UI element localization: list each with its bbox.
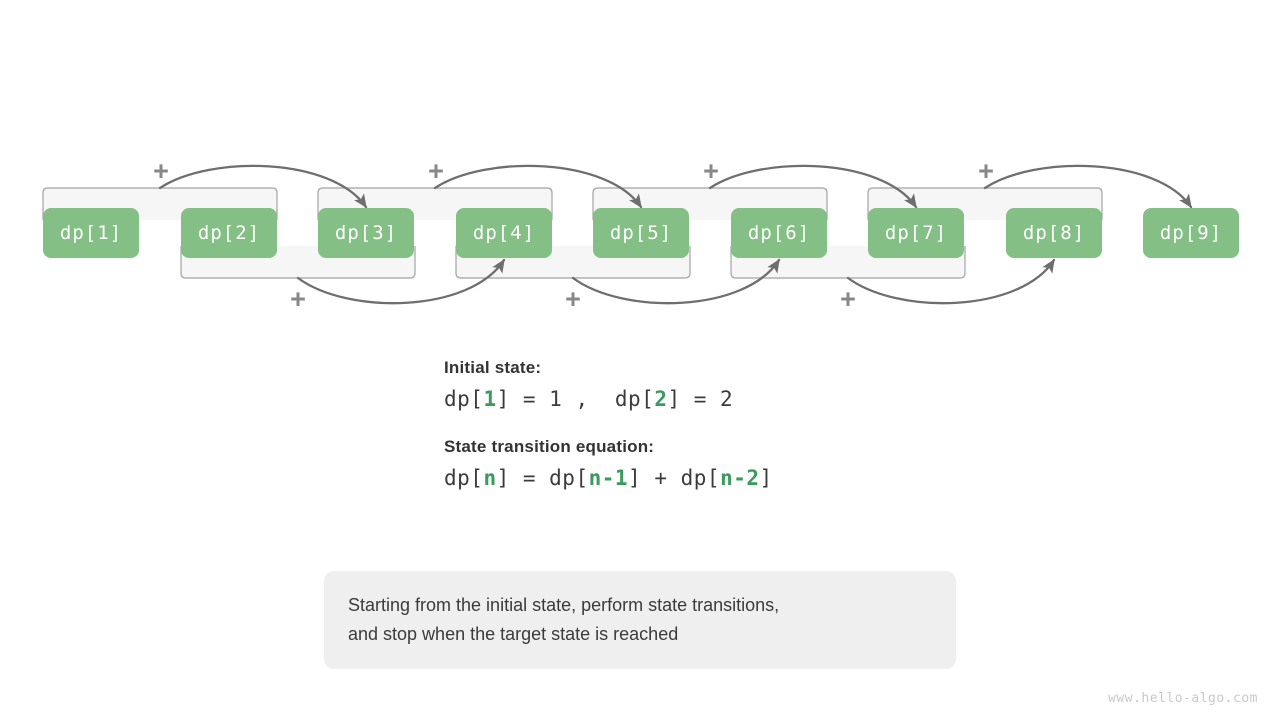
watermark: www.hello-algo.com — [1108, 691, 1258, 706]
initial-state-part-3: ] = 1 , dp[ — [496, 387, 655, 411]
plus-icon-bottom-2: + — [565, 284, 581, 314]
transition-arrow-top-1 — [158, 164, 368, 209]
plus-icon-bottom-1: + — [290, 284, 306, 314]
transition-arrow-top-2 — [433, 164, 643, 209]
initial-state-part-1: dp[ — [444, 387, 484, 411]
initial-state-part-5: ] = 2 — [667, 387, 734, 411]
initial-state-part-2: 1 — [483, 387, 497, 411]
transition-part-4: n-1 — [588, 466, 629, 490]
dp-cell-3: dp[3] — [318, 208, 414, 258]
transition-part-6: n-2 — [720, 466, 760, 490]
bottom-arrow-group — [296, 258, 1056, 305]
bottom-bracket-group — [180, 246, 966, 279]
initial-state-equation: dp[1] = 1 , dp[2] = 2 — [444, 387, 1044, 411]
plus-icon-top-1: + — [153, 156, 169, 186]
dp-cell-7: dp[7] — [868, 208, 964, 258]
dp-cell-5: dp[5] — [593, 208, 689, 258]
dp-cell-6: dp[6] — [731, 208, 827, 258]
transition-arrow-bottom-1 — [296, 258, 506, 305]
transition-equation: dp[n] = dp[n-1] + dp[n-2] — [444, 466, 1044, 490]
initial-state-heading: Initial state: — [444, 358, 542, 377]
transition-part-2: n — [483, 466, 497, 490]
transition-part-1: dp[ — [444, 466, 484, 490]
transition-part-3: ] = dp[ — [496, 466, 589, 490]
dp-cell-8: dp[8] — [1006, 208, 1102, 258]
caption-box: Starting from the initial state, perform… — [324, 571, 956, 669]
dp-cell-4: dp[4] — [456, 208, 552, 258]
plus-icon-top-2: + — [428, 156, 444, 186]
transition-arrow-top-3 — [708, 164, 918, 209]
plus-icon-top-4: + — [978, 156, 994, 186]
transition-heading: State transition equation: — [444, 437, 655, 456]
dp-cell-9: dp[9] — [1143, 208, 1239, 258]
dp-cell-1: dp[1] — [43, 208, 139, 258]
transition-arrow-bottom-2 — [571, 258, 781, 305]
equations-section: Initial state: dp[1] = 1 , dp[2] = 2 Sta… — [444, 358, 1044, 490]
initial-state-part-4: 2 — [654, 387, 668, 411]
plus-icon-bottom-3: + — [840, 284, 856, 314]
caption-text: Starting from the initial state, perform… — [348, 595, 780, 644]
dp-array-diagram: dp[1] dp[2] dp[3] dp[4] dp[5] dp[6] dp[7] dp[8]… — [0, 0, 1280, 340]
transition-arrow-top-4 — [983, 164, 1193, 209]
top-arrow-group — [158, 164, 1193, 209]
transition-part-7: ] — [759, 466, 773, 490]
transition-part-5: ] + dp[ — [628, 466, 721, 490]
dp-cell-2: dp[2] — [181, 208, 277, 258]
diagram-vector-layer — [42, 164, 1193, 305]
transition-arrow-bottom-3 — [846, 258, 1056, 305]
plus-icon-top-3: + — [703, 156, 719, 186]
